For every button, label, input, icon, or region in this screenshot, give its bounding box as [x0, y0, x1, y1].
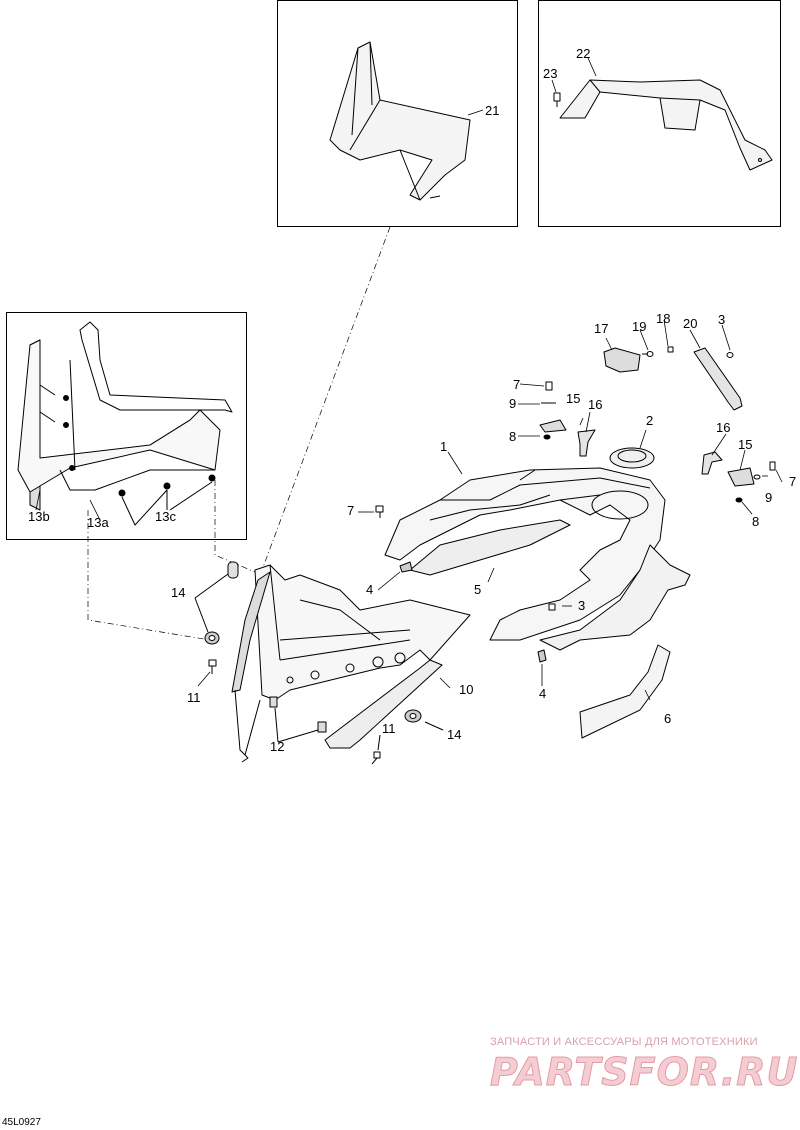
callout-21: 21: [485, 103, 500, 118]
watermark-tagline: ЗАПЧАСТИ И АКСЕССУАРЫ ДЛЯ МОТОТЕХНИКИ: [490, 1036, 758, 1048]
nose-right-strut: [324, 659, 443, 749]
callout-11-right: 11: [382, 721, 396, 736]
hood-fasteners: [399, 561, 556, 663]
part-2-cap-ring: [609, 447, 655, 469]
callout-9-left: 9: [509, 396, 517, 411]
callout-14-right: 14: [447, 727, 462, 742]
callout-12: 12: [270, 739, 285, 754]
part-10-nose: [254, 564, 471, 701]
part-1-hood: [384, 467, 666, 641]
part-14-grommets: [194, 561, 444, 731]
callout-2: 2: [646, 413, 654, 428]
callout-20: 20: [683, 316, 698, 331]
watermark-brand: PARTSFOR.RU: [489, 1050, 799, 1095]
callout-8-left: 8: [509, 429, 517, 444]
part-6-trim: [579, 644, 671, 739]
callout-13a: 13a: [87, 515, 109, 530]
leader-lines: [35, 57, 783, 701]
callout-9-right: 9: [765, 490, 773, 505]
diagram-code: 45L0927: [2, 1117, 41, 1128]
callout-10: 10: [459, 682, 474, 697]
hood-right-side: [539, 544, 691, 651]
part-21-windshield: [329, 41, 471, 201]
callout-5: 5: [474, 582, 482, 597]
callout-15-right: 15: [738, 437, 753, 452]
callout-1: 1: [440, 439, 448, 454]
callout-3-hood: 3: [578, 598, 586, 613]
callout-3-top: 3: [718, 312, 726, 327]
parts-11-12-fasteners: [208, 659, 381, 765]
callout-14-left: 14: [171, 585, 186, 600]
callout-7-hood: 7: [347, 503, 355, 518]
callout-22: 22: [576, 46, 591, 61]
callout-15-left: 15: [566, 391, 581, 406]
hardware-left-group: [375, 381, 596, 518]
hardware-right-group: [603, 346, 776, 503]
callout-4-right: 4: [539, 686, 547, 701]
part-13-side-panel: [17, 321, 233, 526]
callout-4-left: 4: [366, 582, 374, 597]
callout-8-right: 8: [752, 514, 760, 529]
connector-lines: [87, 226, 391, 641]
callout-7-left: 7: [513, 377, 521, 392]
callout-13b: 13b: [28, 509, 50, 524]
part-5-panel: [409, 519, 571, 576]
callout-18: 18: [656, 311, 671, 326]
callout-16-left: 16: [588, 397, 603, 412]
callout-23: 23: [543, 66, 558, 81]
nose-left-strut: [231, 571, 271, 763]
callout-7-right: 7: [789, 474, 797, 489]
part-22-bracket: [559, 79, 773, 171]
callout-16-right: 16: [716, 420, 731, 435]
callout-13c: 13c: [155, 509, 176, 524]
callout-19: 19: [632, 319, 647, 334]
callout-17: 17: [594, 321, 609, 336]
callout-6: 6: [664, 711, 672, 726]
callout-11-left: 11: [187, 690, 201, 705]
part-23-screw: [553, 92, 561, 107]
